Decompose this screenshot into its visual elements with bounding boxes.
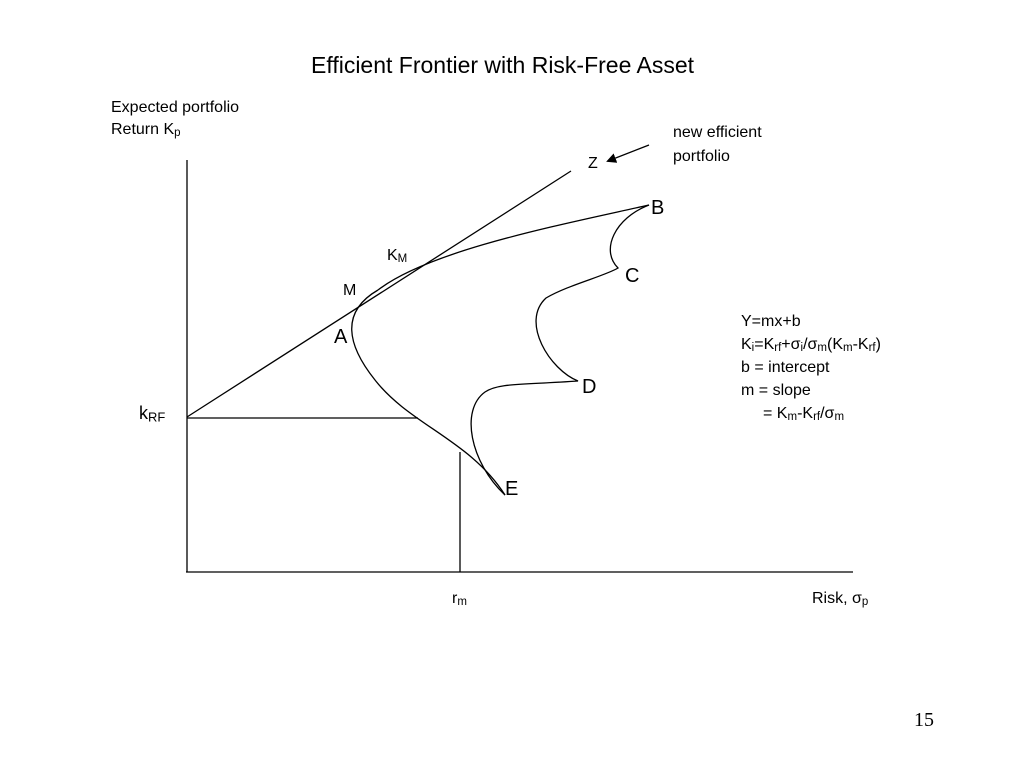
point-label-c: C	[625, 265, 640, 287]
formula-line-2: Ki=Krf+σi/σm(Km-Krf)	[741, 333, 881, 356]
formula-subscript-5: m	[834, 411, 845, 424]
point-label-b: B	[651, 197, 665, 219]
annotation-arrow	[606, 144, 650, 163]
point-label-a: A	[334, 326, 348, 348]
frontier-lower-curve	[351, 289, 506, 496]
annotation-line2: portfolio	[673, 148, 730, 165]
x-axis-label: Risk, σp	[812, 590, 869, 609]
formula-subscript-11: rf	[868, 342, 876, 355]
formula-subscript-1: i	[751, 342, 755, 355]
point-label-z: Z	[588, 155, 598, 172]
formula-subscript-5: i	[800, 342, 804, 355]
y-axis-label-line2: Return K	[111, 121, 175, 138]
x-axis-label-main: Risk, σ	[812, 590, 862, 607]
formula-line-1: Y=mx+b	[741, 313, 801, 330]
formula-subscript-1: m	[787, 411, 798, 424]
formula-text-10: -K	[852, 336, 869, 353]
formula-line-5: = Km-Krf/σm	[741, 402, 881, 425]
formula-text-2: -K	[797, 405, 814, 422]
rm-label: rm	[452, 590, 467, 609]
y-axis-label-sub: p	[174, 127, 181, 140]
km-label-main: K	[387, 247, 398, 264]
capital-market-line	[186, 170, 572, 418]
formula-block: Y=mx+b Ki=Krf+σi/σm(Km-Krf) b = intercep…	[741, 310, 881, 425]
formula-subscript-3: rf	[774, 342, 782, 355]
annotation-line1: new efficient	[673, 124, 762, 141]
rm-label-main: r	[452, 590, 458, 607]
y-axis-label: Expected portfolio Return Kp	[111, 97, 239, 141]
feasible-set-boundary	[470, 204, 650, 496]
formula-subscript-9: m	[843, 342, 853, 355]
formula-text-0: = K	[763, 405, 788, 422]
point-label-m: M	[343, 282, 357, 299]
km-label: KM	[387, 247, 408, 266]
formula-text-4: /σ	[820, 405, 835, 422]
page-number: 15	[914, 709, 934, 731]
formula-text-2: =K	[754, 336, 775, 353]
formula-text-0: K	[741, 336, 752, 353]
formula-subscript-7: m	[817, 342, 827, 355]
formula-text-8: (K	[827, 336, 843, 353]
formula-text-4: +σ	[781, 336, 801, 353]
km-label-sub: M	[397, 253, 408, 266]
efficient-frontier-curve	[377, 204, 650, 291]
krf-label-sub: RF	[148, 409, 166, 425]
point-label-e: E	[505, 478, 519, 500]
formula-text-12: )	[875, 336, 881, 353]
formula-subscript-3: rf	[813, 411, 821, 424]
new-efficient-portfolio-annotation: new efficient portfolio	[673, 121, 762, 169]
krf-label: kRF	[139, 403, 166, 425]
y-axis-label-line1: Expected portfolio	[111, 99, 240, 116]
rm-label-sub: m	[457, 596, 467, 609]
point-label-d: D	[582, 376, 597, 398]
formula-text-6: /σ	[803, 336, 818, 353]
x-axis-label-sub: p	[861, 596, 869, 609]
formula-line-4: m = slope	[741, 382, 811, 399]
krf-label-main: k	[139, 403, 148, 423]
formula-line-3: b = intercept	[741, 359, 830, 376]
chart-title: Efficient Frontier with Risk-Free Asset	[311, 52, 695, 78]
